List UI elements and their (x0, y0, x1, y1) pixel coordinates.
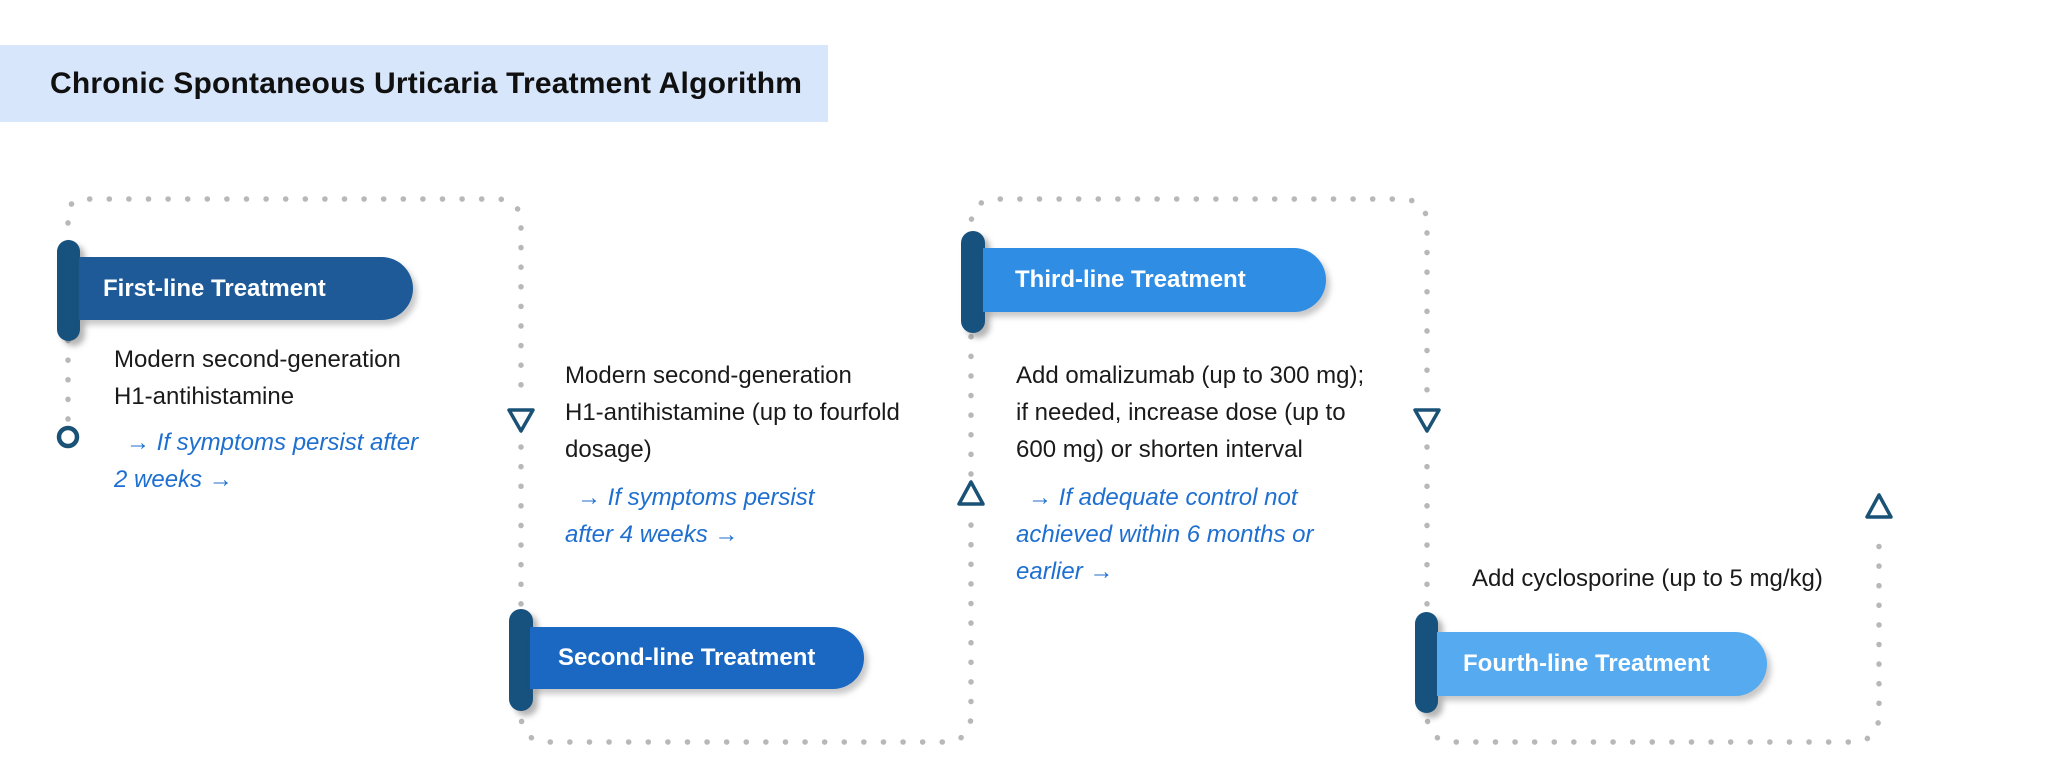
dotted-path-stage2 (518, 444, 974, 745)
triangle-down-icon-1 (507, 408, 535, 433)
triangle-up-icon-2 (1865, 493, 1893, 519)
stage-pill-first-line: First-line Treatment (79, 257, 413, 320)
triangle-down-icon-2 (1413, 408, 1441, 433)
stage-description: Add cyclosporine (up to 5 mg/kg) (1472, 565, 1823, 592)
entry-circle-icon (56, 425, 80, 449)
stage-pill-third-line: Third-line Treatment (983, 248, 1326, 312)
stage-description: Modern second-generation H1-antihistamin… (565, 362, 900, 463)
dotted-path-stage3 (968, 196, 1430, 477)
stage-label: Second-line Treatment (558, 644, 816, 671)
stage-transition-note: → If adequate control not achieved withi… (1016, 484, 1314, 585)
stage-accent-bar (1415, 612, 1438, 713)
stage-label: Third-line Treatment (1015, 266, 1246, 293)
dotted-path-stage4 (1424, 444, 1882, 745)
stage-accent-bar (509, 609, 533, 711)
stage-pill-second-line: Second-line Treatment (530, 627, 864, 689)
triangle-up-icon-1 (957, 480, 985, 506)
stage-description: Add omalizumab (up to 300 mg); if needed… (1016, 362, 1365, 463)
stage-label: Fourth-line Treatment (1463, 650, 1710, 677)
stage-description: Modern second-generation H1-antihistamin… (114, 346, 401, 410)
title-banner: Chronic Spontaneous Urticaria Treatment … (0, 45, 828, 122)
stage-transition-note: → If symptoms persist after 2 weeks → (114, 429, 419, 493)
page-title: Chronic Spontaneous Urticaria Treatment … (50, 66, 803, 100)
stage-transition-note: → If symptoms persist after 4 weeks → (565, 484, 815, 548)
stage-accent-bar (57, 240, 80, 341)
stage-accent-bar (961, 231, 985, 333)
stage-pill-fourth-line: Fourth-line Treatment (1437, 632, 1767, 696)
stage-label: First-line Treatment (103, 274, 326, 302)
